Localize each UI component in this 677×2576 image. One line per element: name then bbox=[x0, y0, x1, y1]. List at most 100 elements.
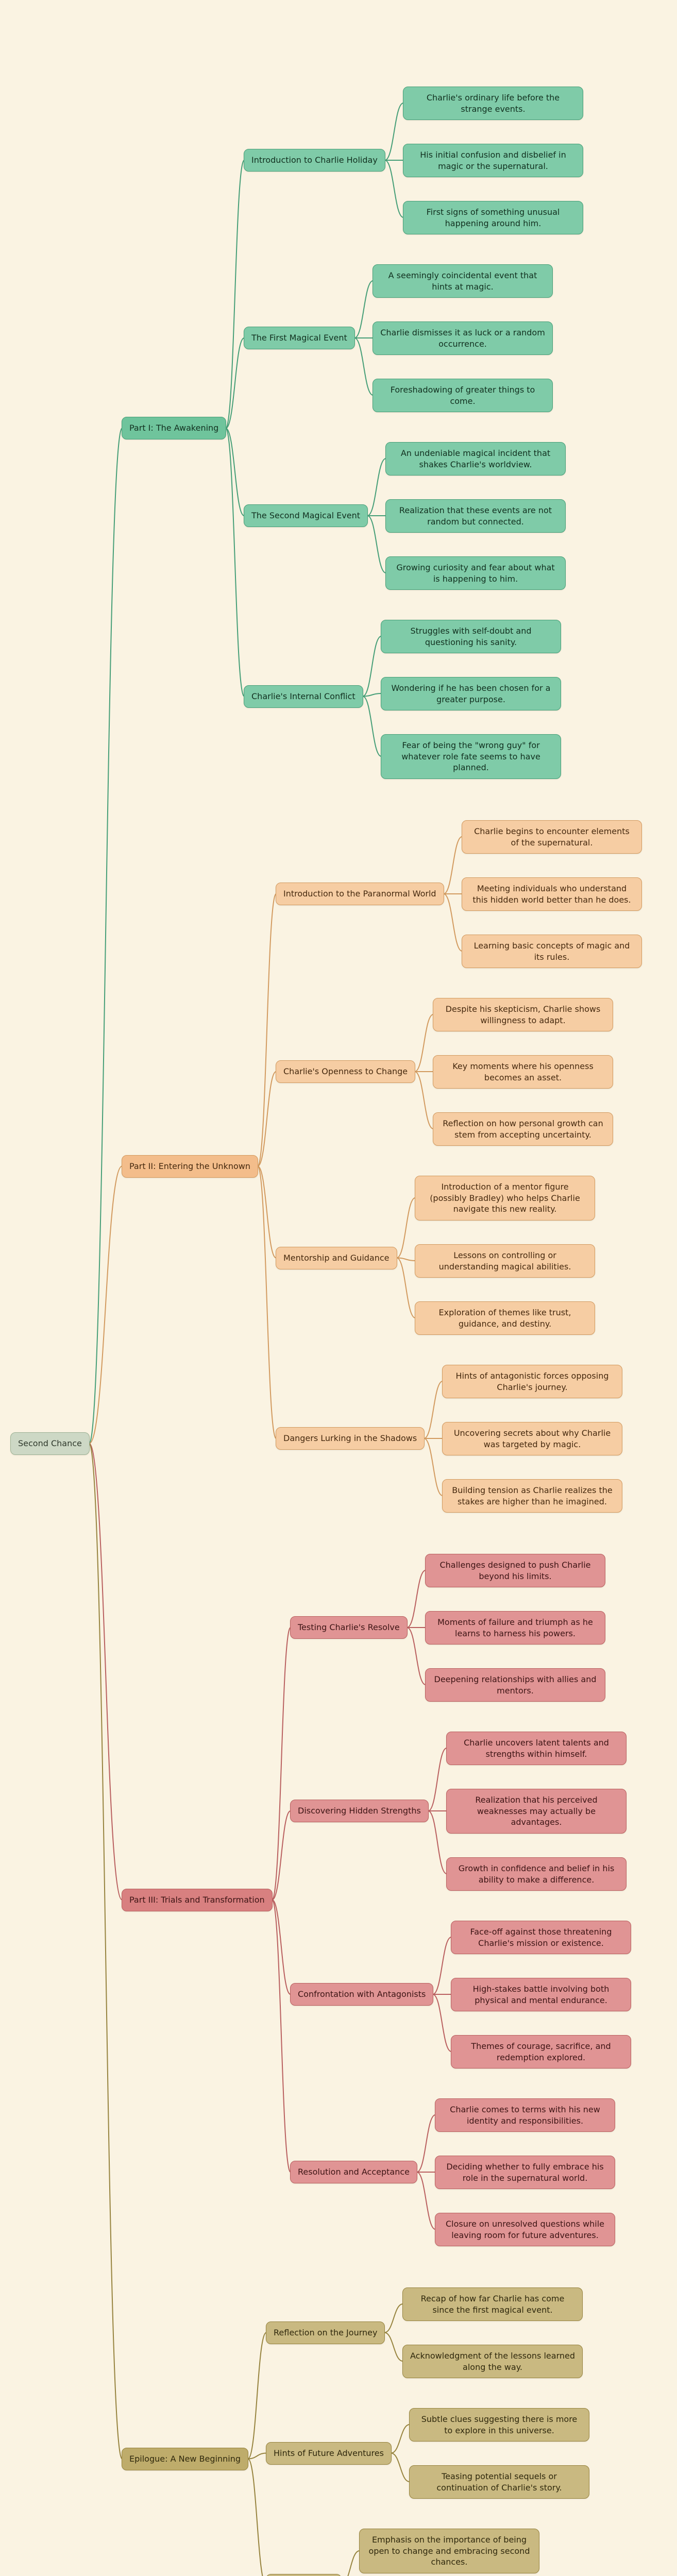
node-charlie-dismisses-it-as-luck-or-a-random-occurre[interactable]: Charlie dismisses it as luck or a random… bbox=[373, 321, 553, 355]
node-subtle-clues-suggesting-there-is-more-to-explore[interactable]: Subtle clues suggesting there is more to… bbox=[409, 2408, 589, 2442]
connector bbox=[424, 1381, 443, 1439]
node-acknowledgment-of-the-lessons-learned-along-the-[interactable]: Acknowledgment of the lessons learned al… bbox=[402, 2345, 583, 2379]
node-dangers-lurking-in-the-shadows[interactable]: Dangers Lurking in the Shadows bbox=[276, 1427, 425, 1450]
node-challenges-designed-to-push-charlie-beyond-his-l[interactable]: Challenges designed to push Charlie beyo… bbox=[425, 1554, 605, 1588]
connector bbox=[428, 1748, 447, 1811]
node-charlie-uncovers-latent-talents-and-strengths-wi[interactable]: Charlie uncovers latent talents and stre… bbox=[446, 1732, 627, 1766]
connector bbox=[407, 1627, 426, 1685]
node-exploration-of-themes-like-trust-guidance-and-de[interactable]: Exploration of themes like trust, guidan… bbox=[415, 1301, 595, 1335]
connector bbox=[384, 160, 404, 218]
connector bbox=[432, 1994, 452, 2052]
connector bbox=[354, 337, 374, 396]
node-discovering-hidden-strengths[interactable]: Discovering Hidden Strengths bbox=[290, 1800, 429, 1822]
node-charlie-begins-to-encounter-elements-of-the-supe[interactable]: Charlie begins to encounter elements of … bbox=[462, 820, 642, 854]
connector bbox=[416, 2172, 436, 2230]
node-charlie-comes-to-terms-with-his-new-identity-and[interactable]: Charlie comes to terms with his new iden… bbox=[435, 2098, 615, 2132]
node-part-ii-entering-the-unknown[interactable]: Part II: Entering the Unknown bbox=[122, 1155, 258, 1178]
node-his-initial-confusion-and-disbelief-in-magic-or-[interactable]: His initial confusion and disbelief in m… bbox=[403, 144, 583, 178]
connector bbox=[89, 1443, 123, 1901]
connector bbox=[414, 1014, 434, 1072]
node-realization-that-his-perceived-weaknesses-may-ac[interactable]: Realization that his perceived weaknesse… bbox=[446, 1789, 627, 1834]
node-epilogue-a-new-beginning[interactable]: Epilogue: A New Beginning bbox=[122, 2448, 249, 2470]
connector bbox=[89, 1443, 123, 2460]
node-introduction-to-charlie-holiday[interactable]: Introduction to Charlie Holiday bbox=[244, 149, 385, 172]
node-the-first-magical-event[interactable]: The First Magical Event bbox=[244, 327, 355, 349]
node-face-off-against-those-threatening-charlie-s-mis[interactable]: Face-off against those threatening Charl… bbox=[451, 1921, 631, 1955]
connector bbox=[225, 428, 245, 697]
connector bbox=[89, 1165, 123, 1444]
connector bbox=[225, 428, 245, 516]
connector bbox=[396, 1197, 416, 1259]
connector bbox=[414, 1071, 434, 1129]
connector bbox=[391, 2424, 410, 2454]
connector bbox=[362, 696, 382, 757]
connector bbox=[367, 458, 386, 516]
node-growing-curiosity-and-fear-about-what-is-happeni[interactable]: Growing curiosity and fear about what is… bbox=[385, 556, 566, 590]
connector bbox=[384, 103, 404, 161]
node-first-signs-of-something-unusual-happening-aroun[interactable]: First signs of something unusual happeni… bbox=[403, 201, 583, 235]
node-hints-of-future-adventures[interactable]: Hints of Future Adventures bbox=[266, 2442, 392, 2465]
node-struggles-with-self-doubt-and-questioning-his-sa[interactable]: Struggles with self-doubt and questionin… bbox=[381, 620, 561, 654]
node-growth-in-confidence-and-belief-in-his-ability-t[interactable]: Growth in confidence and belief in his a… bbox=[446, 1857, 627, 1891]
connector bbox=[347, 2550, 360, 2576]
node-realization-that-these-events-are-not-random-but[interactable]: Realization that these events are not ra… bbox=[385, 499, 566, 533]
node-a-seemingly-coincidental-event-that-hints-at-mag[interactable]: A seemingly coincidental event that hint… bbox=[373, 264, 553, 298]
node-despite-his-skepticism-charlie-shows-willingness[interactable]: Despite his skepticism, Charlie shows wi… bbox=[433, 998, 613, 1032]
node-themes-of-courage-sacrifice-and-redemption-explo[interactable]: Themes of courage, sacrifice, and redemp… bbox=[451, 2035, 631, 2069]
node-charlie-s-openness-to-change[interactable]: Charlie's Openness to Change bbox=[276, 1060, 416, 1083]
node-hints-of-antagonistic-forces-opposing-charlie-s-[interactable]: Hints of antagonistic forces opposing Ch… bbox=[442, 1365, 622, 1399]
connector bbox=[225, 337, 245, 429]
node-introduction-to-the-paranormal-world[interactable]: Introduction to the Paranormal World bbox=[276, 883, 444, 905]
node-closure-on-unresolved-questions-while-leaving-ro[interactable]: Closure on unresolved questions while le… bbox=[435, 2213, 615, 2247]
node-reflection-on-how-personal-growth-can-stem-from-[interactable]: Reflection on how personal growth can st… bbox=[433, 1112, 613, 1146]
node-part-i-the-awakening[interactable]: Part I: The Awakening bbox=[122, 417, 227, 439]
connector bbox=[362, 636, 382, 697]
connector bbox=[416, 2114, 436, 2173]
node-wondering-if-he-has-been-chosen-for-a-greater-pu[interactable]: Wondering if he has been chosen for a gr… bbox=[381, 677, 561, 711]
node-the-second-magical-event[interactable]: The Second Magical Event bbox=[244, 504, 368, 527]
connector bbox=[428, 1810, 447, 1874]
node-meeting-individuals-who-understand-this-hidden-w[interactable]: Meeting individuals who understand this … bbox=[462, 877, 642, 911]
node-learning-basic-concepts-of-magic-and-its-rules[interactable]: Learning basic concepts of magic and its… bbox=[462, 935, 642, 969]
node-final-thoughts[interactable]: Final Thoughts bbox=[266, 2574, 342, 2576]
node-confrontation-with-antagonists[interactable]: Confrontation with Antagonists bbox=[290, 1983, 434, 2006]
connector bbox=[354, 280, 374, 338]
connector bbox=[257, 1165, 277, 1439]
node-uncovering-secrets-about-why-charlie-was-targete[interactable]: Uncovering secrets about why Charlie was… bbox=[442, 1422, 622, 1456]
node-lessons-on-controlling-or-understanding-magical-[interactable]: Lessons on controlling or understanding … bbox=[415, 1244, 595, 1278]
connector bbox=[396, 1257, 416, 1318]
node-charlie-s-ordinary-life-before-the-strange-event[interactable]: Charlie's ordinary life before the stran… bbox=[403, 87, 583, 121]
node-emphasis-on-the-importance-of-being-open-to-chan[interactable]: Emphasis on the importance of being open… bbox=[359, 2529, 539, 2573]
node-deepening-relationships-with-allies-and-mentors[interactable]: Deepening relationships with allies and … bbox=[425, 1668, 605, 1702]
node-an-undeniable-magical-incident-that-shakes-charl[interactable]: An undeniable magical incident that shak… bbox=[385, 442, 566, 476]
connector bbox=[225, 160, 245, 429]
node-building-tension-as-charlie-realizes-the-stakes-[interactable]: Building tension as Charlie realizes the… bbox=[442, 1479, 622, 1513]
connector bbox=[362, 693, 382, 697]
node-reflection-on-the-journey[interactable]: Reflection on the Journey bbox=[266, 2321, 385, 2344]
node-fear-of-being-the-wrong-guy-for-whatever-role-fa[interactable]: Fear of being the "wrong guy" for whatev… bbox=[381, 734, 561, 779]
connector bbox=[443, 893, 463, 952]
connector bbox=[424, 1438, 443, 1496]
node-moments-of-failure-and-triumph-as-he-learns-to-h[interactable]: Moments of failure and triumph as he lea… bbox=[425, 1611, 605, 1645]
node-teasing-potential-sequels-or-continuation-of-cha[interactable]: Teasing potential sequels or continuatio… bbox=[409, 2465, 589, 2499]
node-recap-of-how-far-charlie-has-come-since-the-firs[interactable]: Recap of how far Charlie has come since … bbox=[402, 2287, 583, 2321]
connector bbox=[272, 1899, 291, 2173]
node-second-chance[interactable]: Second Chance bbox=[10, 1432, 90, 1455]
node-charlie-s-internal-conflict[interactable]: Charlie's Internal Conflict bbox=[244, 685, 363, 708]
node-key-moments-where-his-openness-becomes-an-asset[interactable]: Key moments where his openness becomes a… bbox=[433, 1055, 613, 1089]
node-part-iii-trials-and-transformation[interactable]: Part III: Trials and Transformation bbox=[122, 1889, 273, 1911]
node-testing-charlie-s-resolve[interactable]: Testing Charlie's Resolve bbox=[290, 1616, 408, 1639]
connector bbox=[443, 836, 463, 894]
connector bbox=[257, 893, 277, 1167]
node-introduction-of-a-mentor-figure-possibly-bradley[interactable]: Introduction of a mentor figure (possibl… bbox=[415, 1176, 595, 1221]
node-resolution-and-acceptance[interactable]: Resolution and Acceptance bbox=[290, 2161, 417, 2183]
connector bbox=[89, 428, 123, 1444]
node-foreshadowing-of-greater-things-to-come[interactable]: Foreshadowing of greater things to come. bbox=[373, 379, 553, 413]
connector bbox=[272, 1627, 291, 1901]
node-mentorship-and-guidance[interactable]: Mentorship and Guidance bbox=[276, 1247, 397, 1269]
connector bbox=[257, 1165, 277, 1259]
node-high-stakes-battle-involving-both-physical-and-m[interactable]: High-stakes battle involving both physic… bbox=[451, 1978, 631, 2012]
node-deciding-whether-to-fully-embrace-his-role-in-th[interactable]: Deciding whether to fully embrace his ro… bbox=[435, 2156, 615, 2190]
